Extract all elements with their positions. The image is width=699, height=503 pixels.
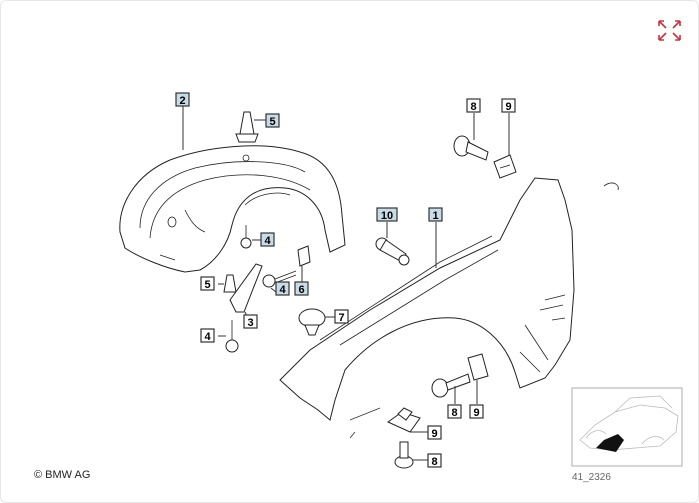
callout-9b[interactable]: 9 (469, 404, 484, 419)
callout-7[interactable]: 7 (334, 309, 349, 324)
callout-5a[interactable]: 5 (265, 113, 280, 128)
copyright-text: © BMW AG (34, 469, 90, 481)
nut-9-underside (387, 407, 428, 433)
front-fender (279, 177, 619, 421)
clip-5-lower (218, 274, 237, 293)
svg-text:6: 6 (298, 284, 304, 296)
svg-text:8: 8 (431, 456, 437, 468)
expand-arrows-icon[interactable] (658, 20, 681, 41)
callout-10[interactable]: 10 (376, 207, 398, 222)
svg-text:5: 5 (204, 279, 210, 291)
callout-5b[interactable]: 5 (200, 276, 215, 291)
svg-text:1: 1 (432, 210, 438, 222)
screw-4-lower (218, 320, 239, 353)
svg-text:8: 8 (470, 101, 476, 113)
bolt-8-top (453, 113, 489, 161)
callout-8a[interactable]: 8 (466, 98, 481, 113)
svg-text:9: 9 (431, 428, 437, 440)
callout-6[interactable]: 6 (294, 281, 309, 296)
thumbnail-code: 41_2326 (572, 472, 611, 483)
callout-1[interactable]: 1 (428, 207, 443, 222)
car-thumbnail[interactable] (571, 387, 683, 467)
svg-text:3: 3 (247, 317, 253, 329)
bolt-10 (375, 222, 410, 266)
wheel-arch-liner (119, 145, 346, 273)
bracket-6 (297, 245, 311, 282)
svg-text:2: 2 (179, 95, 185, 107)
callout-8c[interactable]: 8 (427, 453, 442, 468)
callout-4a[interactable]: 4 (260, 232, 275, 247)
callout-2[interactable]: 2 (175, 92, 190, 107)
clip-5-top (235, 111, 268, 143)
svg-text:4: 4 (204, 331, 211, 343)
svg-text:8: 8 (451, 407, 457, 419)
svg-text:9: 9 (473, 407, 479, 419)
svg-text:9: 9 (505, 101, 511, 113)
callout-9c[interactable]: 9 (427, 425, 442, 440)
screw-4-liner (240, 225, 262, 249)
callout-4b[interactable]: 4 (275, 281, 290, 296)
callout-4c[interactable]: 4 (200, 328, 215, 343)
nut-9-lower (467, 353, 489, 404)
callout-9a[interactable]: 9 (501, 98, 516, 113)
callout-3[interactable]: 3 (243, 314, 258, 329)
nut-9-top (493, 113, 517, 179)
clip-7 (298, 308, 335, 336)
svg-text:4: 4 (279, 284, 286, 296)
bolt-8-underside (394, 441, 428, 469)
svg-text:10: 10 (381, 210, 393, 222)
svg-text:4: 4 (264, 235, 271, 247)
svg-text:7: 7 (338, 312, 344, 324)
callout-8b[interactable]: 8 (447, 404, 462, 419)
bolt-8-lower (431, 373, 471, 404)
svg-text:5: 5 (269, 116, 275, 128)
